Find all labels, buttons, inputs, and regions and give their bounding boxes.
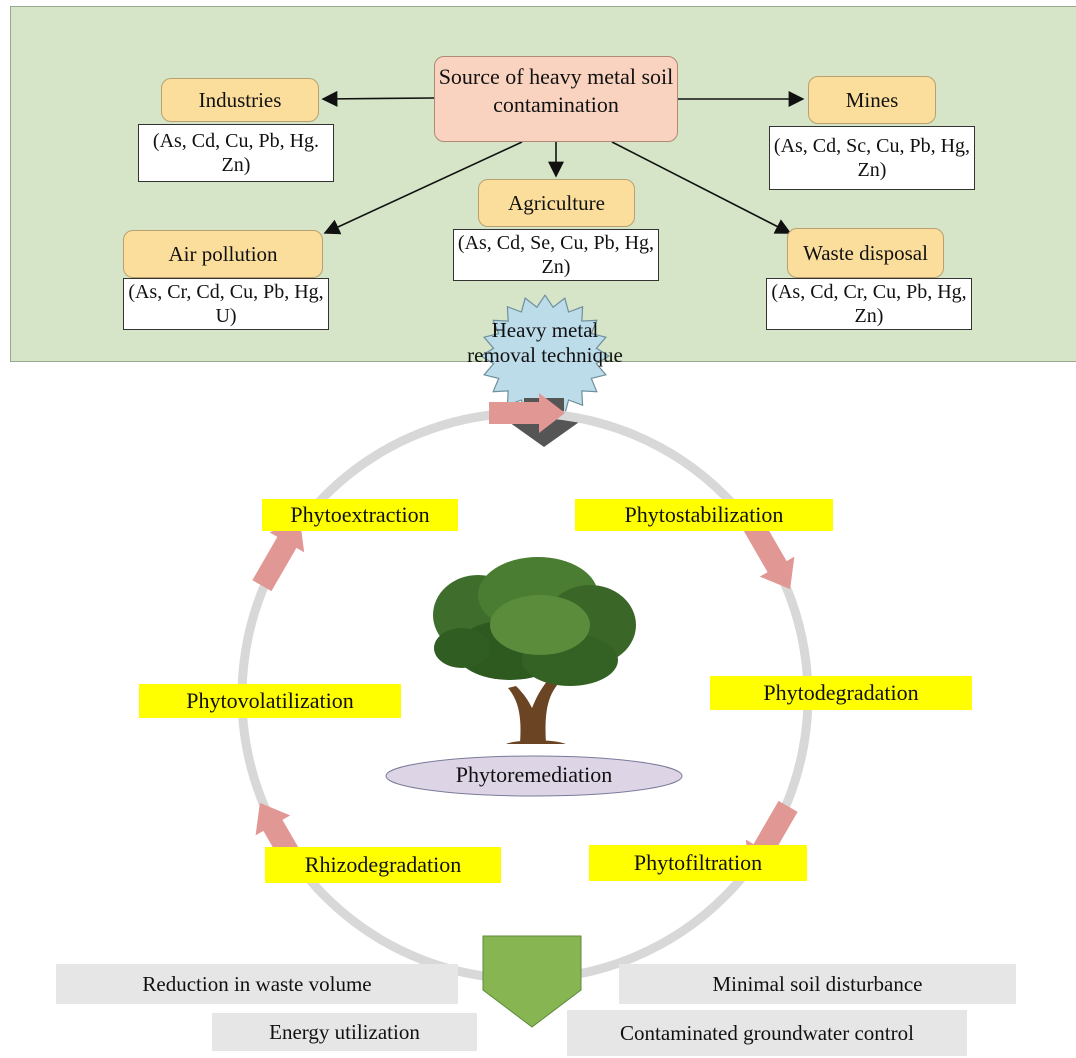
- benefit-groundwater-control: Contaminated groundwater control: [567, 1010, 967, 1056]
- arrow-left-upper: [252, 519, 305, 592]
- metals-air-pollution: (As, Cr, Cd, Cu, Pb, Hg, U): [123, 278, 329, 330]
- category-industries: Industries: [161, 78, 319, 122]
- metals-industries: (As, Cd, Cu, Pb, Hg. Zn): [138, 124, 334, 182]
- category-mines: Mines: [808, 76, 936, 124]
- step-phytodegradation: Phytodegradation: [710, 676, 972, 710]
- metals-mines: (As, Cd, Sc, Cu, Pb, Hg, Zn): [769, 126, 975, 190]
- metals-waste-disposal: (As, Cd, Cr, Cu, Pb, Hg, Zn): [766, 278, 972, 330]
- category-agriculture: Agriculture: [478, 179, 635, 227]
- source-box: Source of heavy metal soil contamination: [434, 56, 678, 142]
- arrow-to-industries: [321, 90, 435, 107]
- green-pentagon: [482, 935, 582, 1028]
- step-phytoextraction: Phytoextraction: [262, 499, 458, 531]
- benefit-minimal-soil-disturbance: Minimal soil disturbance: [619, 964, 1016, 1004]
- category-air-pollution: Air pollution: [123, 230, 323, 278]
- step-phytofiltration: Phytofiltration: [589, 845, 807, 881]
- step-rhizodegradation: Rhizodegradation: [265, 847, 501, 883]
- arrow-to-air-pollution: [323, 141, 523, 235]
- step-phytovolatilization: Phytovolatilization: [139, 684, 401, 718]
- benefit-energy-utilization: Energy utilization: [212, 1013, 477, 1051]
- category-waste-disposal: Waste disposal: [787, 228, 944, 278]
- arrow-to-waste-disposal: [611, 141, 792, 234]
- arrow-right-upper: [742, 517, 795, 590]
- tree-icon: [433, 557, 636, 744]
- metals-agriculture: (As, Cd, Se, Cu, Pb, Hg, Zn): [453, 229, 659, 281]
- removal-label: Heavy metal removal technique: [467, 318, 623, 367]
- center-ellipse: [385, 755, 683, 797]
- benefit-reduction-waste-volume: Reduction in waste volume: [56, 964, 458, 1004]
- arrow-top: [489, 393, 565, 433]
- step-phytostabilization: Phytostabilization: [575, 499, 833, 531]
- center-label: Phytoremediation: [455, 762, 613, 787]
